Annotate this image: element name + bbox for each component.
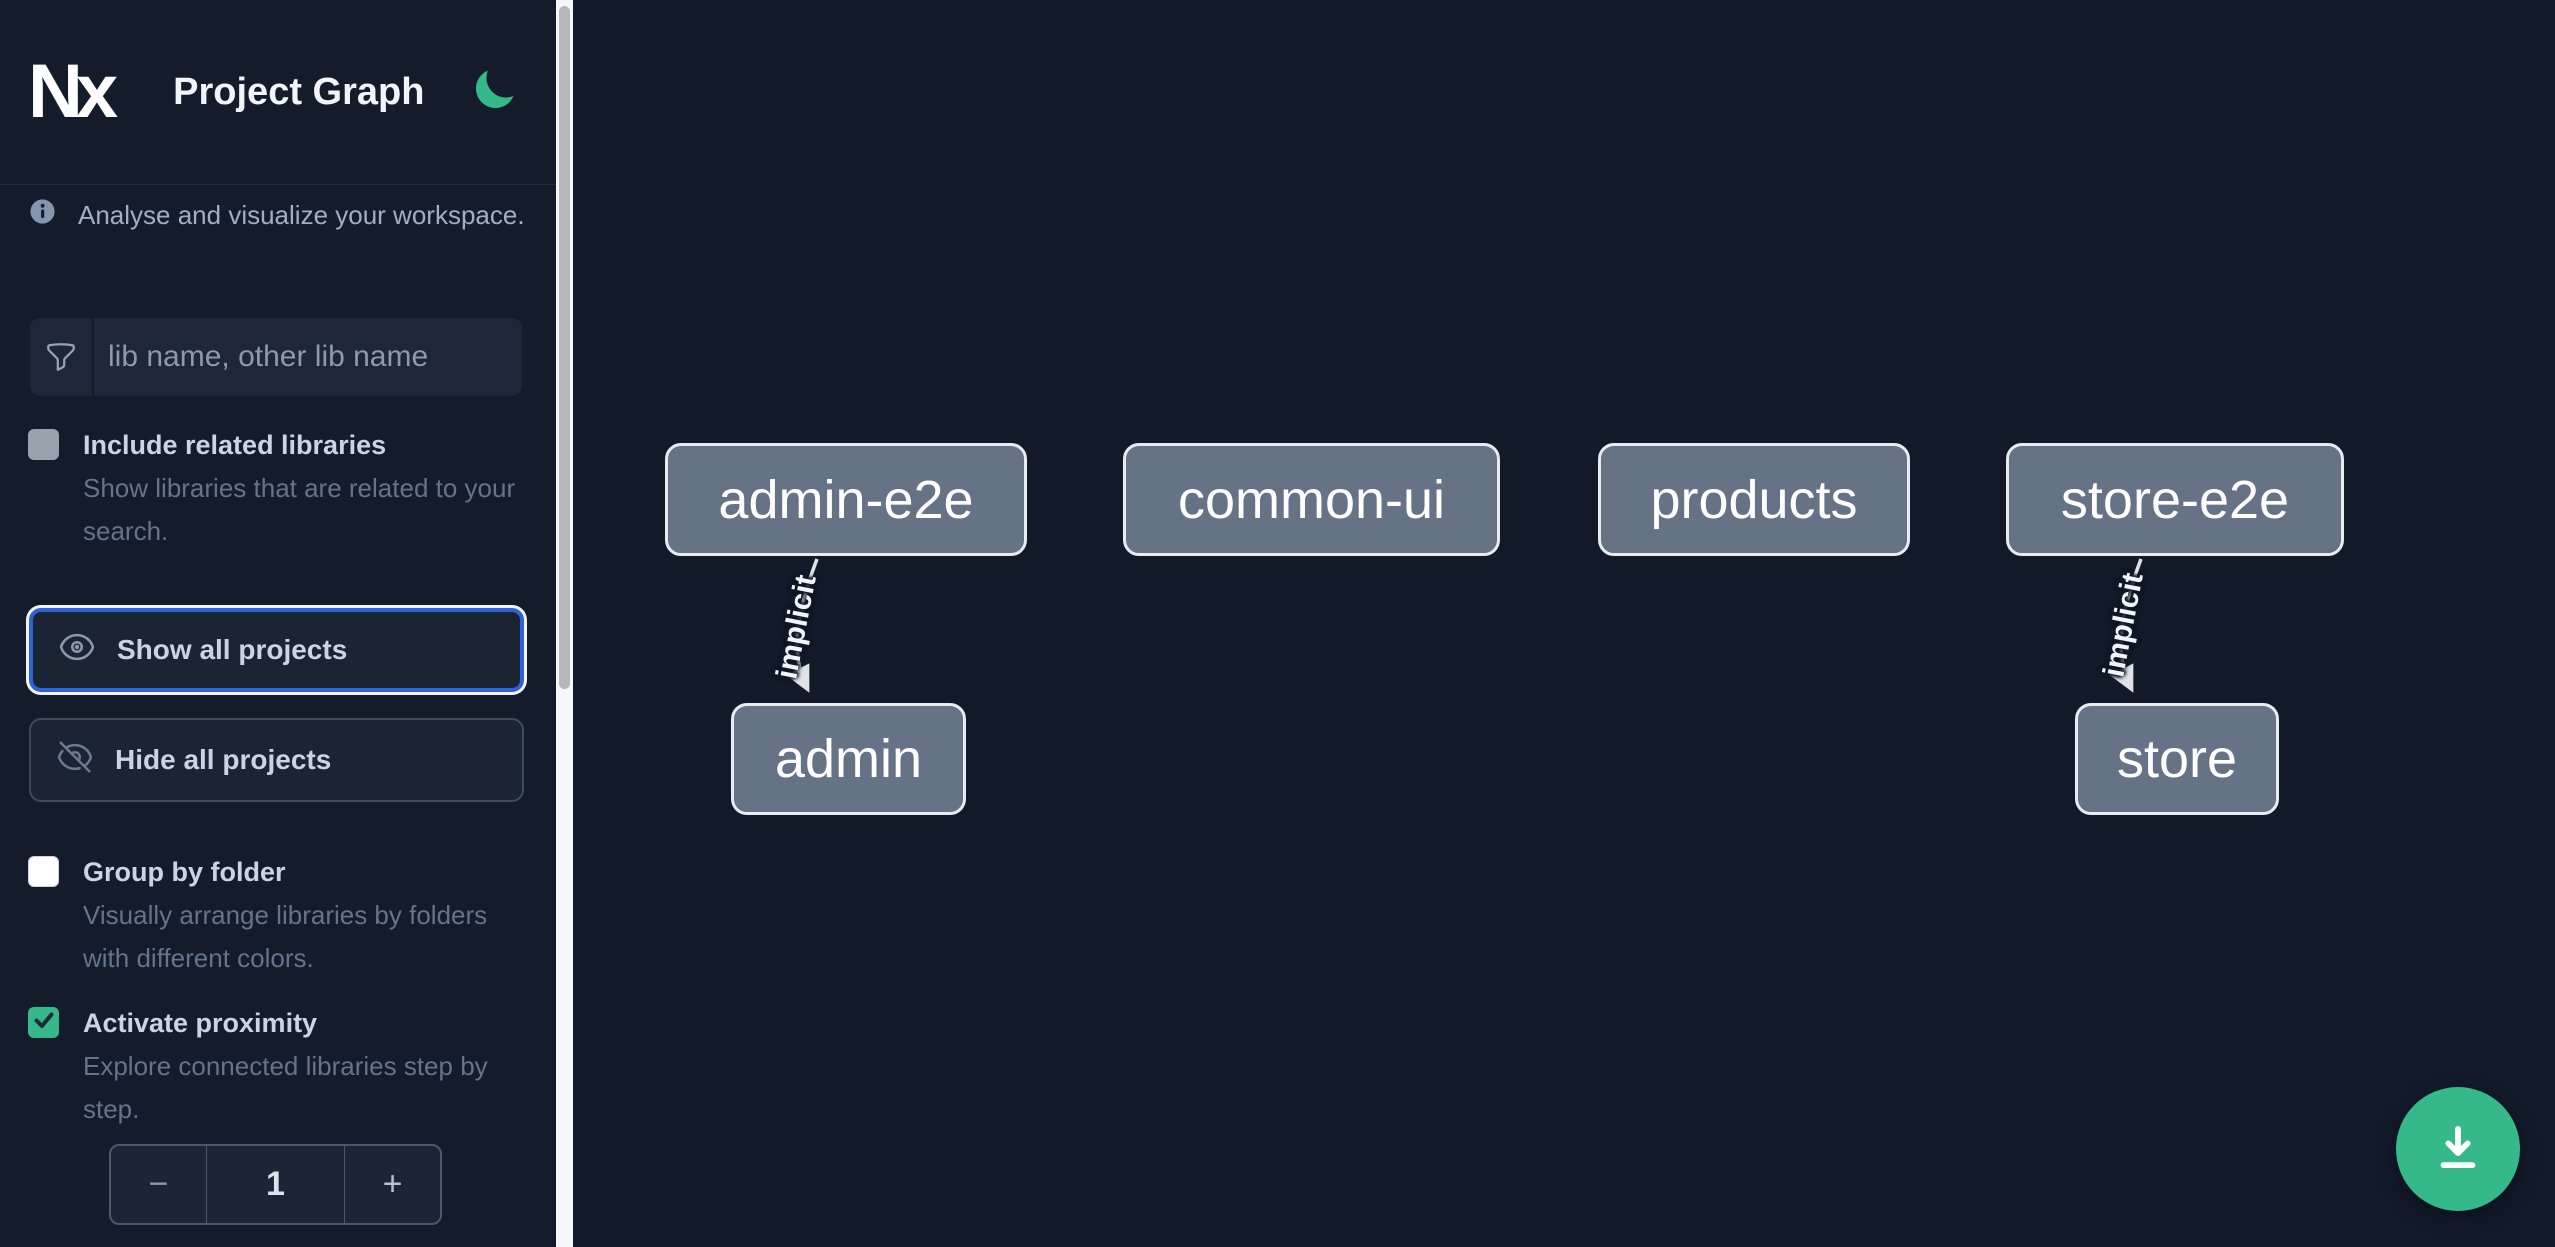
project-node-admin[interactable]: admin — [731, 703, 966, 815]
funnel-icon — [30, 318, 94, 396]
group-by-folder-checkbox[interactable] — [28, 856, 59, 887]
option-group-by-folder: Group by folder Visually arrange librari… — [28, 854, 528, 980]
info-icon — [28, 197, 57, 233]
option-activate-proximity: Activate proximity Explore connected lib… — [28, 1005, 528, 1131]
option-label: Include related libraries — [83, 430, 387, 460]
info-text: Analyse and visualize your workspace. — [78, 199, 525, 230]
hide-all-projects-button[interactable]: Hide all projects — [29, 718, 524, 802]
include-related-checkbox[interactable] — [28, 429, 59, 460]
eye-icon — [58, 628, 96, 673]
option-description: Explore connected libraries step by step… — [83, 1051, 488, 1124]
option-description: Show libraries that are related to your … — [83, 473, 516, 546]
project-node-admin-e2e[interactable]: admin-e2e — [665, 443, 1027, 556]
workspace-info: Analyse and visualize your workspace. — [28, 197, 528, 233]
nx-logo: Nx — [28, 49, 118, 134]
decrement-button[interactable]: − — [111, 1146, 207, 1223]
show-all-projects-button[interactable]: Show all projects — [29, 608, 524, 692]
increment-button[interactable]: + — [344, 1146, 440, 1223]
sidebar-scrollbar-thumb[interactable] — [559, 6, 570, 689]
download-graph-button[interactable] — [2396, 1087, 2520, 1211]
download-icon — [2429, 1118, 2487, 1181]
graph-canvas[interactable] — [573, 0, 2555, 1247]
sidebar: Nx Project Graph Analyse and visualize y… — [0, 0, 556, 1247]
button-label: Show all projects — [117, 634, 348, 665]
button-label: Hide all projects — [115, 744, 332, 775]
check-icon — [32, 1008, 56, 1037]
option-include-related: Include related libraries Show libraries… — [28, 427, 528, 553]
project-node-products[interactable]: products — [1598, 443, 1910, 556]
filter-input[interactable] — [94, 318, 522, 396]
moon-icon — [470, 66, 518, 119]
option-label: Activate proximity — [83, 1008, 318, 1038]
filter-box — [30, 318, 522, 396]
proximity-depth-stepper: − 1 + — [109, 1144, 442, 1225]
activate-proximity-checkbox[interactable] — [28, 1007, 59, 1038]
proximity-depth-value[interactable]: 1 — [266, 1165, 285, 1203]
sidebar-header: Nx Project Graph — [0, 0, 556, 185]
eye-off-icon — [56, 738, 94, 783]
option-description: Visually arrange libraries by folders wi… — [83, 900, 488, 973]
project-node-common-ui[interactable]: common-ui — [1123, 443, 1500, 556]
project-node-store[interactable]: store — [2075, 703, 2279, 815]
option-label: Group by folder — [83, 857, 286, 887]
page-title: Project Graph — [173, 70, 425, 113]
theme-toggle-button[interactable] — [466, 64, 522, 120]
project-node-store-e2e[interactable]: store-e2e — [2006, 443, 2344, 556]
sidebar-scrollbar-track — [556, 0, 573, 1247]
